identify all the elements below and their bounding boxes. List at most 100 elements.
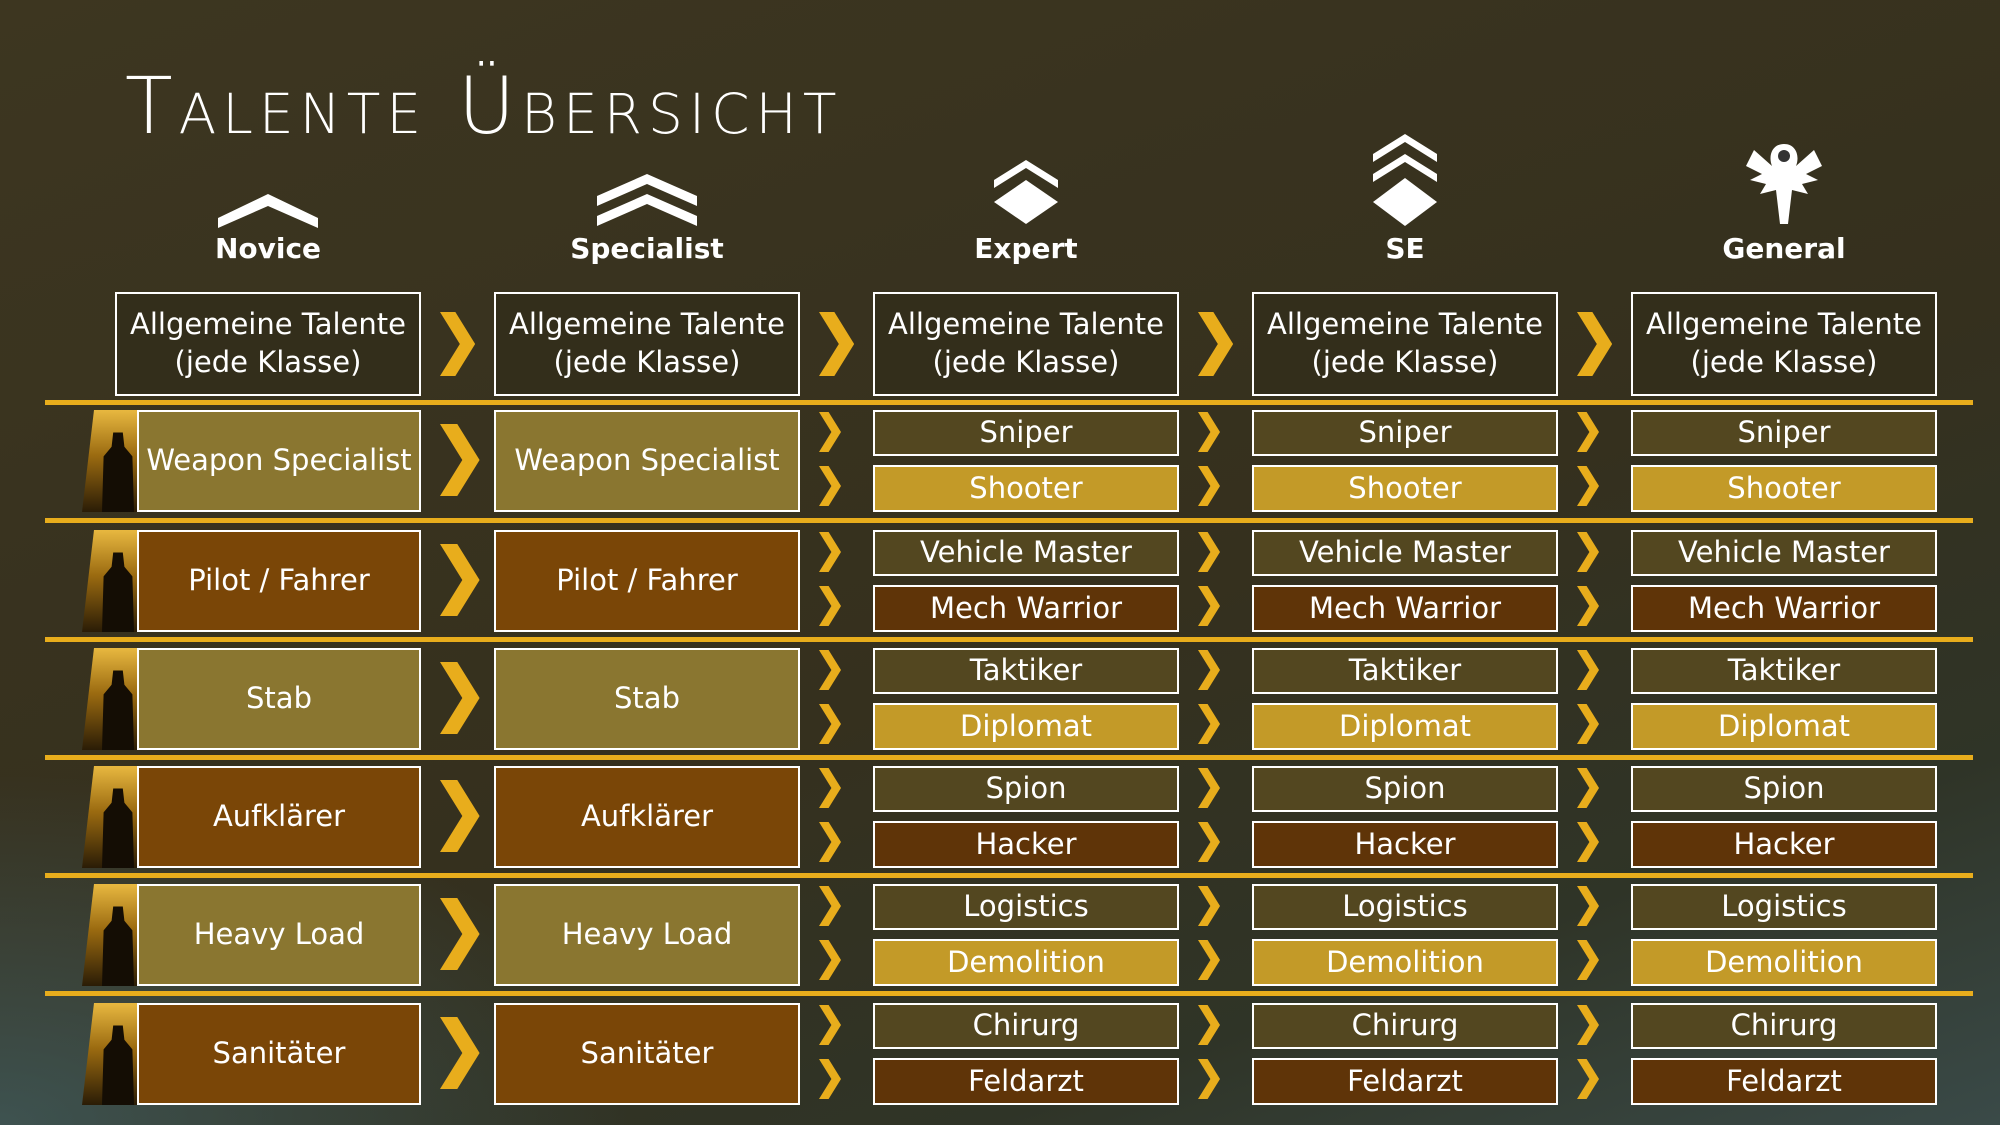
arrow-right-icon <box>1577 650 1599 694</box>
arrow-right-icon <box>819 586 841 630</box>
arrow-right-icon <box>440 898 480 974</box>
arrow-right-icon <box>819 412 841 456</box>
arrow-right-icon <box>1577 886 1599 930</box>
general-talents-box: Allgemeine Talente (jede Klasse) <box>494 292 800 396</box>
branch-box: Sniper <box>1631 410 1937 456</box>
branch-box: Demolition <box>1252 939 1558 986</box>
branch-box: Spion <box>873 766 1179 812</box>
arrow-right-icon <box>819 940 841 984</box>
branch-box: Mech Warrior <box>873 585 1179 632</box>
branch-box: Feldarzt <box>1631 1058 1937 1105</box>
branch-box: Taktiker <box>873 648 1179 694</box>
arrow-right-icon <box>1577 312 1613 380</box>
rank-novice: Novice <box>118 128 418 265</box>
branch-box: Logistics <box>1252 884 1558 930</box>
branch-box: Logistics <box>1631 884 1937 930</box>
branch-box: Feldarzt <box>873 1058 1179 1105</box>
arrow-right-icon <box>1577 768 1599 812</box>
arrow-right-icon <box>1198 412 1220 456</box>
branch-box: Feldarzt <box>1252 1058 1558 1105</box>
rank-se: SE <box>1255 128 1555 265</box>
rank-label: Expert <box>974 232 1078 265</box>
arrow-right-icon <box>819 1059 841 1103</box>
arrow-right-icon <box>1198 586 1220 630</box>
soldier-silhouette-icon <box>102 906 134 986</box>
branch-box: Diplomat <box>873 703 1179 750</box>
class-name-box: Aufklärer <box>137 766 421 868</box>
arrow-right-icon <box>440 544 480 620</box>
arrow-right-icon <box>1577 1059 1599 1103</box>
general-talents-box: Allgemeine Talente (jede Klasse) <box>115 292 421 396</box>
arrow-right-icon <box>819 1005 841 1049</box>
row-separator <box>45 400 1973 405</box>
arrow-right-icon <box>1577 466 1599 510</box>
class-name-box: Weapon Specialist <box>137 410 421 512</box>
double-chevron-icon <box>497 128 797 228</box>
arrow-right-icon <box>819 704 841 748</box>
arrow-right-icon <box>1198 886 1220 930</box>
rank-label: Specialist <box>570 232 724 265</box>
arrow-right-icon <box>1198 1005 1220 1049</box>
arrow-right-icon <box>819 466 841 510</box>
arrow-right-icon <box>1577 412 1599 456</box>
arrow-right-icon <box>1198 704 1220 748</box>
arrow-right-icon <box>1198 466 1220 510</box>
row-separator <box>45 873 1973 878</box>
arrow-right-icon <box>440 424 480 500</box>
soldier-silhouette-icon <box>102 670 134 750</box>
class-name-box: Sanitäter <box>137 1003 421 1105</box>
arrow-right-icon <box>1577 704 1599 748</box>
general-talents-box: Allgemeine Talente (jede Klasse) <box>873 292 1179 396</box>
soldier-silhouette-icon <box>102 552 134 632</box>
arrow-right-icon <box>1577 822 1599 866</box>
arrow-right-icon <box>440 312 476 380</box>
class-specialist-box: Stab <box>494 648 800 750</box>
general-talents-box: Allgemeine Talente (jede Klasse) <box>1631 292 1937 396</box>
branch-box: Sniper <box>1252 410 1558 456</box>
branch-box: Shooter <box>1252 465 1558 512</box>
soldier-silhouette-icon <box>102 432 134 512</box>
branch-box: Taktiker <box>1252 648 1558 694</box>
page-title: Talente Übersicht <box>125 62 843 152</box>
branch-box: Shooter <box>1631 465 1937 512</box>
branch-box: Diplomat <box>1252 703 1558 750</box>
class-specialist-box: Heavy Load <box>494 884 800 986</box>
arrow-right-icon <box>819 532 841 576</box>
arrow-right-icon <box>819 768 841 812</box>
single-chevron-icon <box>118 128 418 228</box>
branch-box: Hacker <box>1252 821 1558 868</box>
branch-box: Mech Warrior <box>1252 585 1558 632</box>
row-separator <box>45 991 1973 996</box>
arrow-right-icon <box>819 822 841 866</box>
class-specialist-box: Sanitäter <box>494 1003 800 1105</box>
branch-box: Chirurg <box>873 1003 1179 1049</box>
branch-box: Chirurg <box>1631 1003 1937 1049</box>
arrow-right-icon <box>1577 940 1599 984</box>
branch-box: Shooter <box>873 465 1179 512</box>
branch-box: Chirurg <box>1252 1003 1558 1049</box>
arrow-right-icon <box>1198 822 1220 866</box>
branch-box: Taktiker <box>1631 648 1937 694</box>
rank-specialist: Specialist <box>497 128 797 265</box>
arrow-right-icon <box>819 886 841 930</box>
branch-box: Vehicle Master <box>1631 530 1937 576</box>
branch-box: Spion <box>1631 766 1937 812</box>
arrow-right-icon <box>819 650 841 694</box>
class-specialist-box: Weapon Specialist <box>494 410 800 512</box>
arrow-right-icon <box>1198 768 1220 812</box>
branch-box: Mech Warrior <box>1631 585 1937 632</box>
class-name-box: Heavy Load <box>137 884 421 986</box>
triple-chevron-diamond-icon <box>1255 128 1555 228</box>
row-separator <box>45 637 1973 642</box>
class-name-box: Pilot / Fahrer <box>137 530 421 632</box>
chevron-diamond-icon <box>876 128 1176 228</box>
branch-box: Diplomat <box>1631 703 1937 750</box>
arrow-right-icon <box>1577 586 1599 630</box>
branch-box: Sniper <box>873 410 1179 456</box>
class-specialist-box: Pilot / Fahrer <box>494 530 800 632</box>
rank-general: General <box>1634 128 1934 265</box>
arrow-right-icon <box>1198 312 1234 380</box>
rank-label: General <box>1722 232 1846 265</box>
arrow-right-icon <box>1198 650 1220 694</box>
branch-box: Demolition <box>873 939 1179 986</box>
